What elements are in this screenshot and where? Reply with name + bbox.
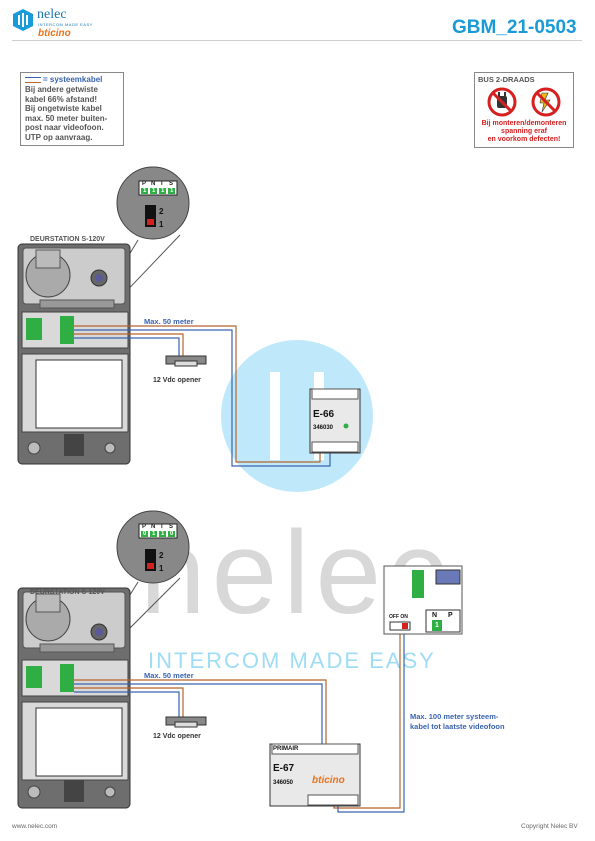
watermark-text: nelec xyxy=(140,507,453,639)
cable-note-line: kabel 66% afstand! xyxy=(25,94,98,104)
distance-label: Max. 50 meter xyxy=(144,671,194,680)
dip-label: 1 xyxy=(159,564,164,573)
dip-label: 2 xyxy=(159,551,164,560)
terminal-value: 0 xyxy=(170,531,174,537)
monitor-switch-label: OFF ON xyxy=(389,614,408,620)
cable-note-line: Bij andere getwiste xyxy=(25,85,98,94)
terminal-value: 1 xyxy=(161,531,165,537)
door-station-label: DEURSTATION S-120V xyxy=(30,589,105,596)
terminal-value: 1 xyxy=(143,188,147,194)
opener-label: 12 Vdc opener xyxy=(153,733,201,740)
terminal-value: 1 xyxy=(161,188,165,194)
warning-box: BUS 2-DRAADS Bij monteren/demonteren spa… xyxy=(474,72,574,148)
cable-note-line: Bij ongetwiste kabel xyxy=(25,104,102,114)
terminal-label: T xyxy=(160,524,164,530)
warning-line: Bij monteren/demonteren xyxy=(481,120,567,127)
terminal-value: 1 xyxy=(152,531,156,537)
terminal-value: 0 xyxy=(143,531,147,537)
brand-name: nelec xyxy=(37,7,67,22)
power-unit-code: 346030 xyxy=(313,425,334,431)
opener-label: 12 Vdc opener xyxy=(153,377,201,384)
terminal-label: T xyxy=(160,181,164,187)
cable-legend-icon xyxy=(25,77,41,83)
terminal-label: S xyxy=(169,181,174,187)
no-plug-icon xyxy=(487,87,517,122)
distance-label: Max. 50 meter xyxy=(144,317,194,326)
terminal-value: 1 xyxy=(152,188,156,194)
header-divider xyxy=(12,40,582,41)
terminal-label: N xyxy=(151,524,156,530)
power-unit-name: E-66 xyxy=(313,409,335,420)
power-unit-brand: bticino xyxy=(312,775,345,786)
system-cable-label: Max. 100 meter systeem- xyxy=(410,712,499,721)
warning-line: en voorkom defecten! xyxy=(487,136,561,143)
footer-copyright: Copyright Nelec BV xyxy=(521,823,578,830)
power-unit-code: 346050 xyxy=(273,780,294,786)
no-voltage-icon xyxy=(531,87,561,122)
footer-website: www.nelec.com xyxy=(12,823,58,830)
dip-label: 1 xyxy=(159,220,164,229)
brand-tagline: INTERCOM MADE EASY xyxy=(38,22,93,27)
door-station-label: DEURSTATION S-120V xyxy=(30,236,105,243)
monitor-terminal-value: 1 xyxy=(435,622,439,629)
cable-legend-text: = systeemkabel xyxy=(43,75,103,85)
cable-note-line: post naar videofoon. xyxy=(25,123,104,133)
monitor-terminal-label: N xyxy=(432,612,438,619)
power-unit-primary: PRIMAIR xyxy=(273,746,299,752)
nelec-logo xyxy=(12,8,34,32)
terminal-label: P xyxy=(142,524,147,530)
power-unit-name: E-67 xyxy=(273,763,295,774)
cable-note-line: UTP op aanvraag. xyxy=(25,132,93,142)
terminal-label: S xyxy=(169,524,174,530)
cable-note-box: = systeemkabel Bij andere getwiste kabel… xyxy=(20,72,124,146)
monitor-terminal-label: P xyxy=(448,612,453,619)
system-cable-label: kabel tot laatste videofoon xyxy=(410,722,505,731)
warning-title: BUS 2-DRAADS xyxy=(478,75,535,84)
terminal-value: 1 xyxy=(170,188,174,194)
terminal-label: P xyxy=(142,181,147,187)
terminal-label: N xyxy=(151,181,156,187)
warning-line: spanning eraf xyxy=(501,128,547,135)
page-title: GBM_21-0503 xyxy=(452,17,577,38)
cable-note-line: max. 50 meter buiten- xyxy=(25,113,108,123)
dip-label: 2 xyxy=(159,207,164,216)
brand-sub: bticino xyxy=(38,28,71,39)
